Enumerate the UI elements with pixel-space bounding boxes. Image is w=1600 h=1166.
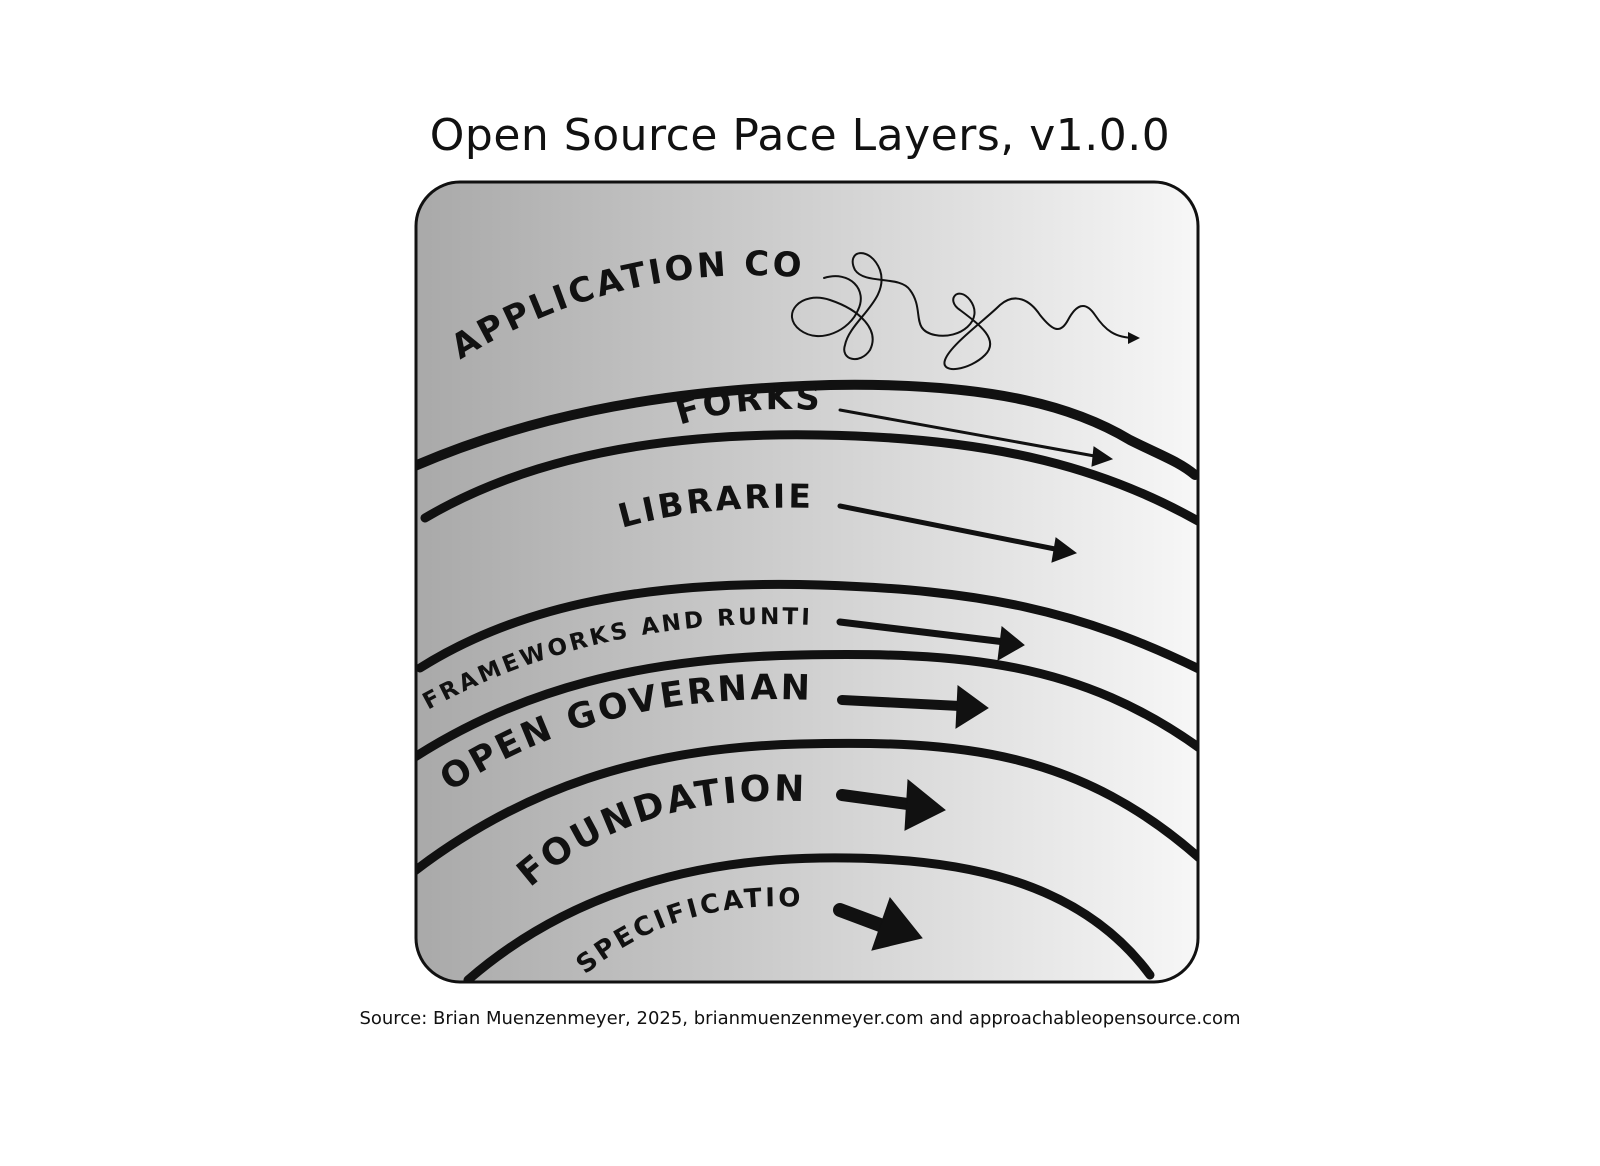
pace-arrows — [833, 408, 1114, 951]
forks-arrow-icon — [838, 408, 1102, 459]
foundations-arrowhead — [904, 778, 946, 831]
libraries-arrow-icon — [837, 503, 1063, 553]
squiggle-arrow-icon — [790, 252, 1136, 371]
forks-arrowhead — [1091, 446, 1114, 467]
boundary-line-4 — [416, 650, 1198, 762]
squiggle-arrowhead — [1128, 332, 1140, 344]
frameworks-arrow-icon — [836, 618, 1009, 646]
boundary-line-6 — [463, 853, 1155, 982]
boundary-line-1 — [416, 379, 1198, 480]
source-caption: Source: Brian Muenzenmeyer, 2025, brianm… — [359, 1008, 1241, 1029]
frameworks-arrowhead — [997, 626, 1025, 661]
boundary-line-3 — [416, 579, 1198, 677]
boundary-line-2 — [420, 430, 1198, 530]
governance-arrow-icon — [837, 695, 965, 711]
specifications-arrow-icon — [833, 903, 895, 935]
diagram-title: Open Source Pace Layers, v1.0.0 — [429, 110, 1171, 161]
specifications-arrowhead — [871, 896, 923, 951]
foundations-arrow-icon — [836, 789, 921, 811]
boundary-line-5 — [416, 738, 1198, 878]
governance-arrowhead — [955, 685, 989, 729]
libraries-arrowhead — [1051, 537, 1078, 563]
